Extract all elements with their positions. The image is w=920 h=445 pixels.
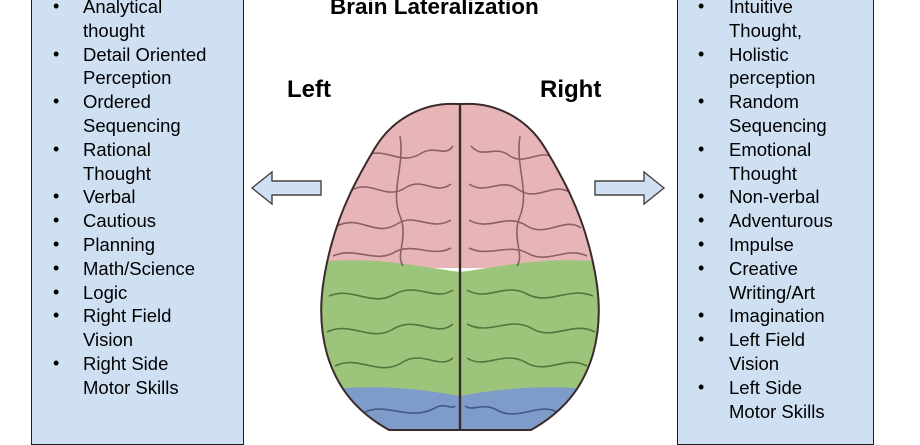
list-item: Holistic perception xyxy=(678,43,873,91)
parietal-gyri xyxy=(326,289,596,369)
list-item: Right Field Vision xyxy=(32,304,243,352)
list-item: Left Field Vision xyxy=(678,328,873,376)
right-traits-list: Intuitive Thought, Holistic perception R… xyxy=(678,0,873,423)
occipital-gyri xyxy=(364,404,558,415)
diagram-title: Brain Lateralization xyxy=(330,0,539,19)
list-item: Random Sequencing xyxy=(678,90,873,138)
list-item: Math/Science xyxy=(32,257,243,281)
right-arrow-icon xyxy=(594,170,665,206)
list-item: Planning xyxy=(32,233,243,257)
left-hemisphere-panel: Analytical thought Detail Oriented Perce… xyxy=(31,0,244,445)
list-item: Verbal xyxy=(32,185,243,209)
left-arrow-icon xyxy=(251,170,322,206)
left-hemisphere-label: Left xyxy=(287,76,331,103)
brain-illustration xyxy=(320,102,600,431)
list-item: Adventurous xyxy=(678,209,873,233)
list-item: Right Side Motor Skills xyxy=(32,352,243,400)
list-item: Emotional Thought xyxy=(678,138,873,186)
list-item: Ordered Sequencing xyxy=(32,90,243,138)
list-item: Analytical thought xyxy=(32,0,243,43)
right-hemisphere-panel: Intuitive Thought, Holistic perception R… xyxy=(677,0,874,445)
list-item: Non-verbal xyxy=(678,185,873,209)
list-item: Detail Oriented Perception xyxy=(32,43,243,91)
left-traits-list: Analytical thought Detail Oriented Perce… xyxy=(32,0,243,400)
right-hemisphere-label: Right xyxy=(540,76,602,103)
brain-lobes xyxy=(321,103,599,430)
list-item: Cautious xyxy=(32,209,243,233)
list-item: Left Side Motor Skills xyxy=(678,376,873,424)
list-item: Impulse xyxy=(678,233,873,257)
list-item: Logic xyxy=(32,281,243,305)
list-item: Imagination xyxy=(678,304,873,328)
list-item: Rational Thought xyxy=(32,138,243,186)
list-item: Creative Writing/Art xyxy=(678,257,873,305)
frontal-gyri xyxy=(332,135,588,267)
list-item: Intuitive Thought, xyxy=(678,0,873,43)
